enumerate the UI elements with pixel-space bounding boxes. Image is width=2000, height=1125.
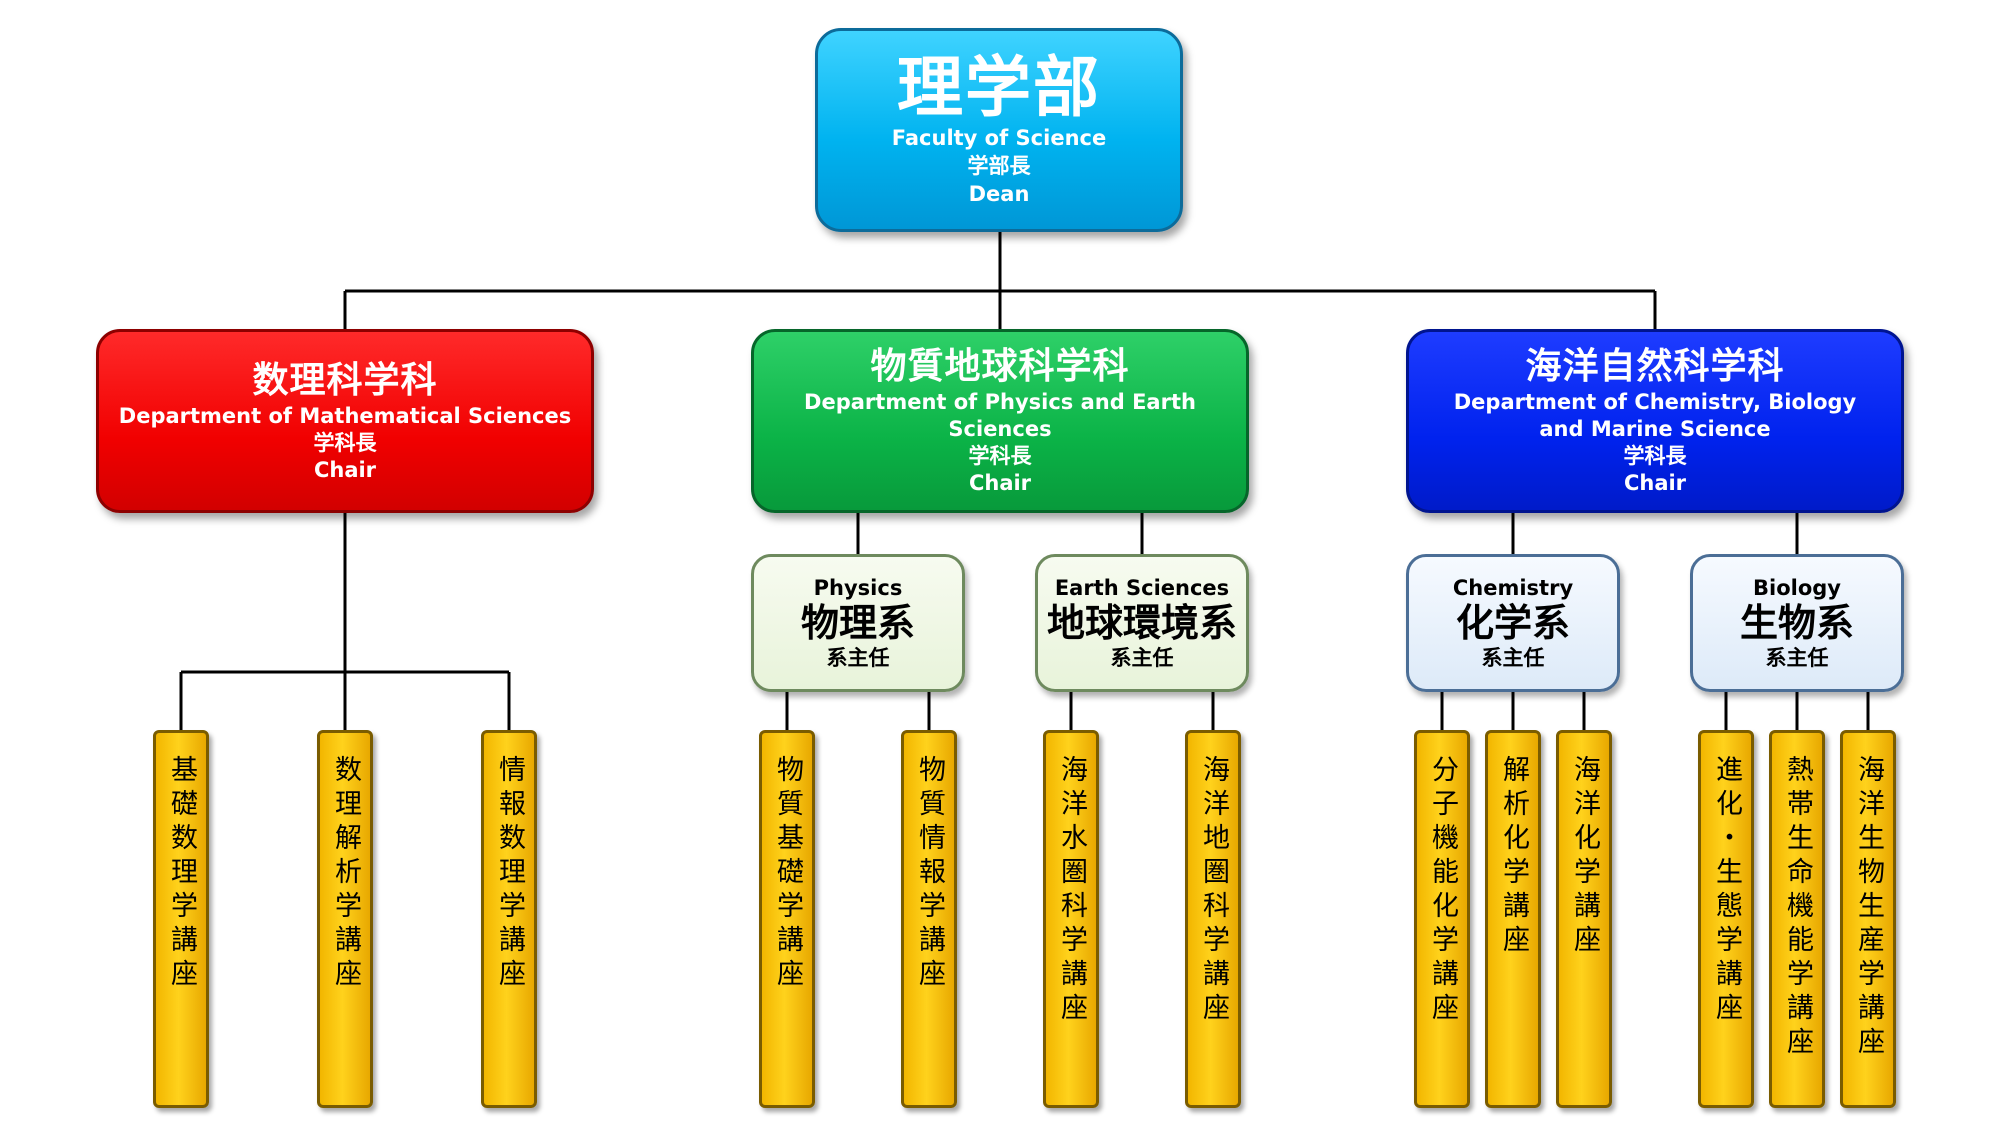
lab-box: 熱帯生命機能学講座	[1769, 730, 1825, 1108]
lab-name: 基礎数理学講座	[166, 755, 197, 993]
dean-role-en: Dean	[968, 182, 1030, 206]
lab-box: 解析化学講座	[1485, 730, 1541, 1108]
lab-box: 分子機能化学講座	[1414, 730, 1470, 1108]
dean-role-jp: 学部長	[967, 154, 1031, 178]
division-box-biology: Biology 生物系 系主任	[1690, 554, 1904, 692]
division-box-physics: Physics 物理系 系主任	[751, 554, 965, 692]
division-name-en: Chemistry	[1452, 576, 1574, 600]
lab-box: 海洋生物生産学講座	[1840, 730, 1896, 1108]
department-name-en: Department of Physics and Earth Sciences	[804, 390, 1196, 441]
department-name-en: Department of Mathematical Sciences	[118, 403, 572, 428]
chair-role-en: Chair	[313, 457, 377, 482]
lab-box: 物質情報学講座	[901, 730, 957, 1108]
lab-name: 海洋生物生産学講座	[1853, 755, 1884, 1061]
lab-name: 進化・生態学講座	[1711, 755, 1742, 1027]
division-name-jp: 生物系	[1739, 601, 1854, 645]
lab-box: 進化・生態学講座	[1698, 730, 1754, 1108]
division-name-en: Biology	[1753, 576, 1841, 600]
division-head-role: 系主任	[1765, 646, 1829, 670]
division-head-role: 系主任	[1481, 646, 1545, 670]
division-box-chemistry: Chemistry 化学系 系主任	[1406, 554, 1620, 692]
lab-box: 基礎数理学講座	[153, 730, 209, 1108]
faculty-title: 理学部	[897, 49, 1101, 126]
lab-box: 情報数理学講座	[481, 730, 537, 1108]
lab-name: 海洋地圏科学講座	[1198, 755, 1229, 1027]
lab-name: 解析化学講座	[1498, 755, 1529, 959]
lab-box: 海洋化学講座	[1556, 730, 1612, 1108]
division-box-earth-sciences: Earth Sciences 地球環境系 系主任	[1035, 554, 1249, 692]
lab-name: 海洋水圏科学講座	[1056, 755, 1087, 1027]
faculty-box: 理学部 Faculty of Science 学部長 Dean	[815, 28, 1183, 232]
chair-role-jp: 学科長	[968, 444, 1032, 468]
lab-name: 分子機能化学講座	[1427, 755, 1458, 1027]
chair-role-jp: 学科長	[313, 430, 377, 455]
department-box-math: 数理科学科 Department of Mathematical Science…	[96, 329, 594, 513]
division-name-jp: 化学系	[1455, 601, 1570, 645]
lab-box: 海洋水圏科学講座	[1043, 730, 1099, 1108]
department-title: 海洋自然科学科	[1525, 346, 1785, 387]
chair-role-en: Chair	[968, 471, 1032, 495]
department-box-physics-earth: 物質地球科学科 Department of Physics and Earth …	[751, 329, 1249, 513]
chair-role-en: Chair	[1623, 471, 1687, 495]
lab-box: 物質基礎学講座	[759, 730, 815, 1108]
lab-box: 海洋地圏科学講座	[1185, 730, 1241, 1108]
lab-name: 情報数理学講座	[494, 755, 525, 993]
division-name-jp: 物理系	[800, 601, 915, 645]
faculty-name-en: Faculty of Science	[891, 126, 1107, 150]
lab-name: 海洋化学講座	[1569, 755, 1600, 959]
lab-box: 数理解析学講座	[317, 730, 373, 1108]
division-name-en: Earth Sciences	[1054, 576, 1230, 600]
department-box-chem-bio-marine: 海洋自然科学科 Department of Chemistry, Biology…	[1406, 329, 1904, 513]
division-name-en: Physics	[813, 576, 903, 600]
department-name-en: Department of Chemistry, Biology and Mar…	[1453, 390, 1857, 441]
lab-name: 熱帯生命機能学講座	[1782, 755, 1813, 1061]
lab-name: 物質基礎学講座	[772, 755, 803, 993]
lab-name: 物質情報学講座	[914, 755, 945, 993]
chair-role-jp: 学科長	[1623, 444, 1687, 468]
division-head-role: 系主任	[826, 646, 890, 670]
lab-name: 数理解析学講座	[330, 755, 361, 993]
division-head-role: 系主任	[1110, 646, 1174, 670]
department-title: 物質地球科学科	[870, 346, 1130, 387]
division-name-jp: 地球環境系	[1046, 601, 1237, 645]
department-title: 数理科学科	[252, 359, 438, 401]
